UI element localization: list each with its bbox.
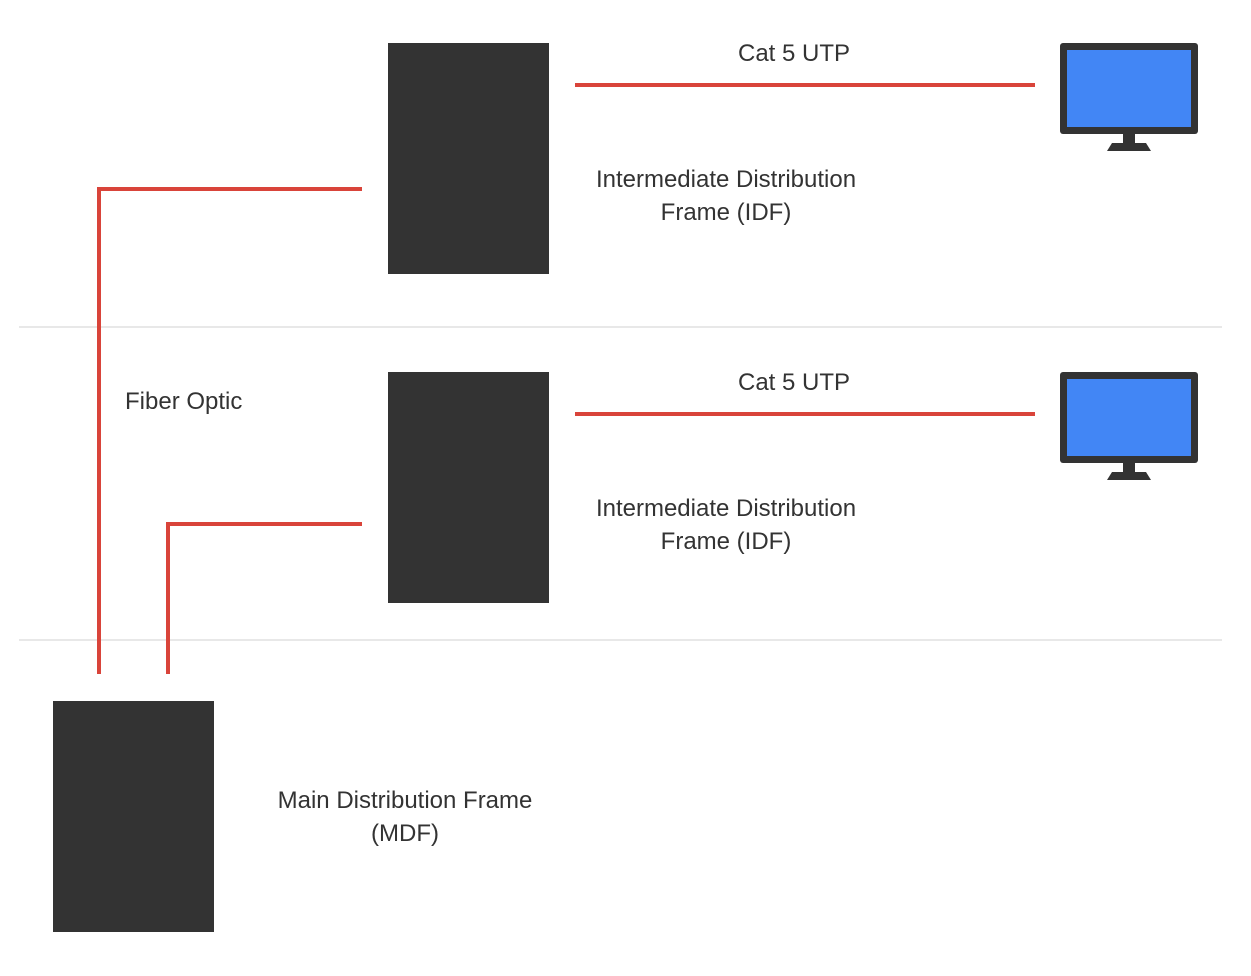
fiber-optic-label: Fiber Optic: [125, 388, 243, 415]
idf-label: Intermediate Distribution Frame (IDF): [566, 163, 886, 229]
mdf-rack: [53, 701, 214, 932]
cat5-utp-label: Cat 5 UTP: [737, 369, 851, 396]
fiber-optic-cable-to-upper-idf: [97, 187, 362, 674]
idf-label-line2: Frame (IDF): [660, 528, 792, 555]
idf-rack-upper: [388, 43, 549, 274]
cat5-utp-label: Cat 5 UTP: [737, 40, 851, 67]
idf-label-line2: Frame (IDF): [660, 199, 792, 226]
monitor-icon: [1060, 43, 1198, 151]
idf-rack-lower: [388, 372, 549, 603]
mdf-label-line1: Main Distribution Frame: [277, 787, 533, 814]
monitor-icon: [1060, 372, 1198, 480]
mdf-label: Main Distribution Frame (MDF): [245, 784, 565, 850]
idf-label: Intermediate Distribution Frame (IDF): [566, 492, 886, 558]
mdf-label-line2: (MDF): [371, 820, 439, 847]
fiber-optic-cable-to-lower-idf: [166, 522, 362, 674]
idf-label-line1: Intermediate Distribution: [595, 166, 857, 193]
idf-label-line1: Intermediate Distribution: [595, 495, 857, 522]
